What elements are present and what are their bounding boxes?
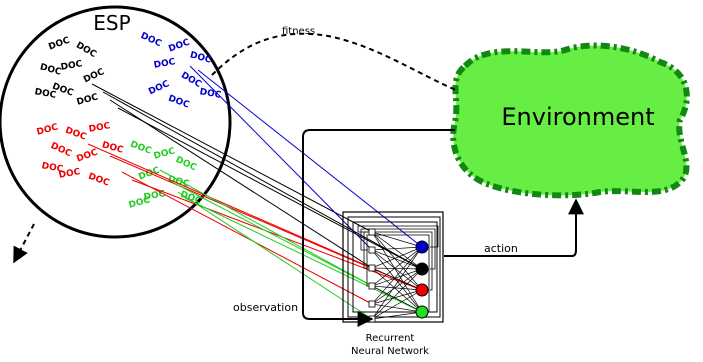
recurrent-loop: [366, 234, 430, 313]
gene-connection-line: [159, 169, 373, 287]
network-connection: [371, 289, 423, 305]
gene-connection-line: [102, 91, 423, 270]
network-connection: [371, 231, 423, 248]
network-connection: [371, 249, 423, 291]
network-connection: [371, 246, 423, 251]
genome-blob: DOC: [58, 167, 82, 181]
network-connection: [371, 285, 423, 291]
environment-label: Environment: [501, 103, 654, 131]
genome-blob: DOC: [88, 121, 112, 135]
gene-connection-line: [109, 99, 373, 269]
fitness-label: fitness: [282, 26, 315, 37]
network-connection: [371, 249, 423, 270]
network-connection: [371, 231, 423, 291]
input-node: [368, 246, 376, 254]
neuron-green: [415, 305, 429, 319]
input-node: [368, 300, 376, 308]
gene-connection-line: [121, 171, 373, 305]
network-connection: [371, 267, 423, 313]
network-connection: [371, 246, 423, 320]
network-label-line2: Neural Network: [351, 346, 429, 357]
population-circle: [0, 5, 232, 239]
network-connection: [371, 289, 423, 320]
network-connection: [371, 246, 423, 305]
network-connection: [371, 285, 423, 313]
observation-path: [302, 129, 455, 327]
network-connection: [371, 268, 423, 287]
gene-connection-line: [87, 143, 373, 269]
network-connection: [371, 246, 423, 287]
environment-cloud: [450, 42, 690, 199]
recurrent-loop: [363, 231, 433, 291]
network-connection: [371, 311, 423, 320]
recurrent-network: [342, 211, 444, 323]
gene-connection-line: [91, 83, 373, 233]
network-connection: [371, 231, 423, 270]
neuron-red: [415, 283, 429, 297]
genome-blob: DOC: [34, 87, 58, 101]
network-connection: [371, 268, 423, 305]
genome-blob: DOC: [199, 87, 223, 101]
neuron-black: [415, 262, 429, 276]
gene-connection-line: [131, 179, 423, 291]
population-title: ESP: [93, 11, 130, 35]
network-connection: [371, 267, 423, 270]
network-connection: [371, 268, 423, 320]
recurrent-loop: [357, 225, 439, 248]
network-connection: [371, 246, 423, 269]
network-connection: [371, 249, 423, 313]
action-path: [444, 198, 584, 257]
gene-connection-line: [177, 191, 373, 320]
recurrent-loop: [360, 228, 436, 270]
network-label-line1: Recurrent: [366, 333, 415, 344]
neuron-blue: [415, 240, 429, 254]
input-node: [368, 228, 376, 236]
gene-connection-line: [189, 65, 373, 251]
gene-connection-line: [117, 107, 423, 270]
observation-label: observation: [233, 301, 298, 314]
population-output-arrow: [13, 223, 35, 264]
network-connection: [371, 231, 423, 313]
network-connection: [371, 303, 423, 313]
gene-connections: [87, 65, 423, 320]
genome-blob: DOC: [60, 59, 84, 73]
input-node: [368, 282, 376, 290]
action-label: action: [484, 242, 518, 255]
input-node: [368, 264, 376, 272]
genome-blob: DOC: [41, 161, 65, 175]
genome-blob: DOC: [153, 57, 177, 71]
fitness-path: [211, 32, 457, 91]
network-connection: [371, 267, 423, 291]
